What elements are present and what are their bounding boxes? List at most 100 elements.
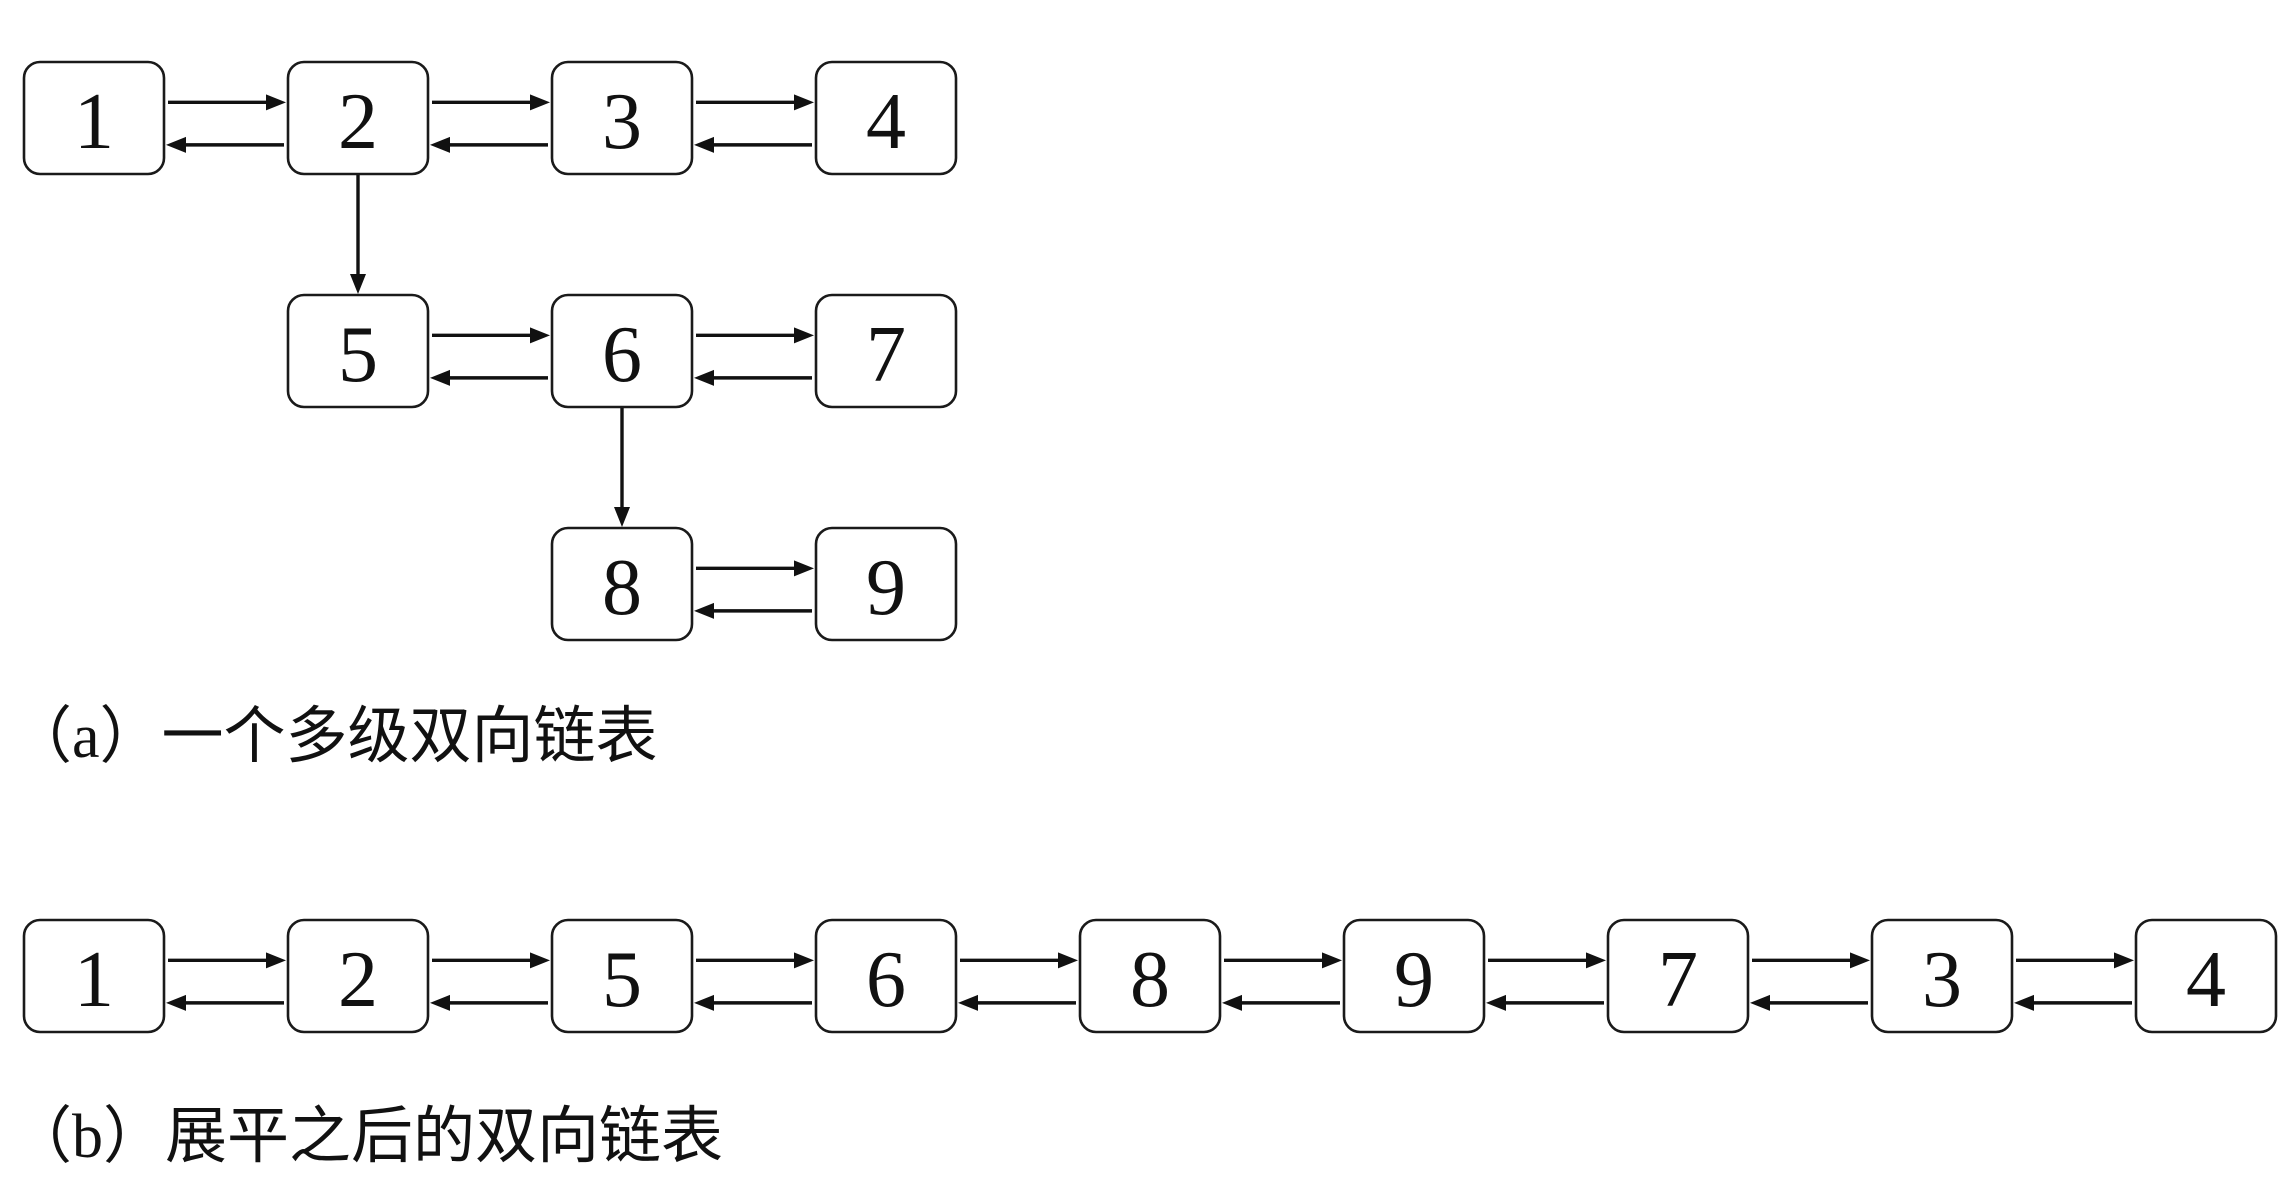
arrow-head (2014, 994, 2034, 1011)
next-pointer-arrow (696, 327, 814, 344)
node-box (22, 918, 166, 1034)
arrow-head (530, 952, 550, 969)
prev-pointer-arrow (1222, 994, 1340, 1011)
prev-pointer-arrow (958, 994, 1076, 1011)
node-box (814, 526, 958, 642)
node-box (2134, 918, 2278, 1034)
prev-pointer-arrow (166, 994, 284, 1011)
arrow-head (1850, 952, 1870, 969)
double-link (1222, 952, 1342, 1011)
node-label: 9 (1394, 936, 1434, 1024)
prev-pointer-arrow (694, 994, 812, 1011)
arrow-head (166, 994, 186, 1011)
flat-node-7: 7 (1606, 918, 1750, 1034)
node-label: 3 (1922, 936, 1962, 1024)
arrow-head (694, 369, 714, 386)
node-box (550, 293, 694, 409)
list-node-2: 2 (286, 60, 430, 176)
list-node-6: 6 (550, 293, 694, 409)
node-label: 9 (866, 544, 906, 632)
prev-pointer-arrow (1750, 994, 1868, 1011)
arrow-head (430, 369, 450, 386)
node-label: 7 (1658, 936, 1698, 1024)
child-pointer-arrow (350, 174, 366, 294)
node-box (814, 293, 958, 409)
double-link (430, 952, 550, 1011)
node-label: 4 (866, 78, 906, 166)
prev-pointer-arrow (1486, 994, 1604, 1011)
arrow-head (794, 327, 814, 344)
double-link (1486, 952, 1606, 1011)
arrow-head (1222, 994, 1242, 1011)
node-box (550, 918, 694, 1034)
flat-node-9: 9 (1342, 918, 1486, 1034)
panel-a-caption: （a）一个多级双向链表 (10, 703, 658, 771)
arrow-head (430, 136, 450, 153)
arrow-head (1486, 994, 1506, 1011)
list-node-3: 3 (550, 60, 694, 176)
prev-pointer-arrow (694, 136, 812, 153)
arrow-head (530, 327, 550, 344)
node-label: 6 (602, 311, 642, 399)
arrow-head (694, 136, 714, 153)
arrow-head (266, 94, 286, 111)
node-label: 7 (866, 311, 906, 399)
arrow-head (350, 274, 366, 294)
arrow-head (266, 952, 286, 969)
node-box (550, 526, 694, 642)
next-pointer-arrow (168, 952, 286, 969)
next-pointer-arrow (696, 94, 814, 111)
arrow-head (694, 994, 714, 1011)
arrow-head (2114, 952, 2134, 969)
arrow-head (958, 994, 978, 1011)
next-pointer-arrow (1752, 952, 1870, 969)
prev-pointer-arrow (166, 136, 284, 153)
arrow-head (1750, 994, 1770, 1011)
double-link (430, 94, 550, 153)
node-label: 1 (74, 936, 114, 1024)
arrow-head (1058, 952, 1078, 969)
arrow-head (694, 602, 714, 619)
list-node-7: 7 (814, 293, 958, 409)
list-node-5: 5 (286, 293, 430, 409)
node-label: 8 (602, 544, 642, 632)
arrow-head (794, 560, 814, 577)
flat-node-8: 8 (1078, 918, 1222, 1034)
double-link (694, 560, 814, 619)
arrow-head (1586, 952, 1606, 969)
double-link (694, 327, 814, 386)
list-node-4: 4 (814, 60, 958, 176)
prev-pointer-arrow (2014, 994, 2132, 1011)
prev-pointer-arrow (430, 369, 548, 386)
arrow-head (794, 94, 814, 111)
double-link (2014, 952, 2134, 1011)
double-link (1750, 952, 1870, 1011)
list-node-8: 8 (550, 526, 694, 642)
arrow-head (430, 994, 450, 1011)
next-pointer-arrow (1488, 952, 1606, 969)
next-pointer-arrow (432, 952, 550, 969)
prev-pointer-arrow (430, 994, 548, 1011)
flat-node-1: 1 (22, 918, 166, 1034)
node-label: 2 (338, 78, 378, 166)
node-label: 2 (338, 936, 378, 1024)
next-pointer-arrow (432, 327, 550, 344)
node-label: 5 (338, 311, 378, 399)
node-box (1606, 918, 1750, 1034)
double-link (166, 94, 286, 153)
double-link (958, 952, 1078, 1011)
node-label: 3 (602, 78, 642, 166)
node-box (550, 60, 694, 176)
next-pointer-arrow (2016, 952, 2134, 969)
panel-b-caption: （b）展平之后的双向链表 (10, 1103, 724, 1171)
next-pointer-arrow (168, 94, 286, 111)
node-label: 4 (2186, 936, 2226, 1024)
double-link (694, 94, 814, 153)
node-box (1078, 918, 1222, 1034)
node-box (1870, 918, 2014, 1034)
arrow-head (794, 952, 814, 969)
arrow-head (614, 507, 630, 527)
flat-node-3: 3 (1870, 918, 2014, 1034)
